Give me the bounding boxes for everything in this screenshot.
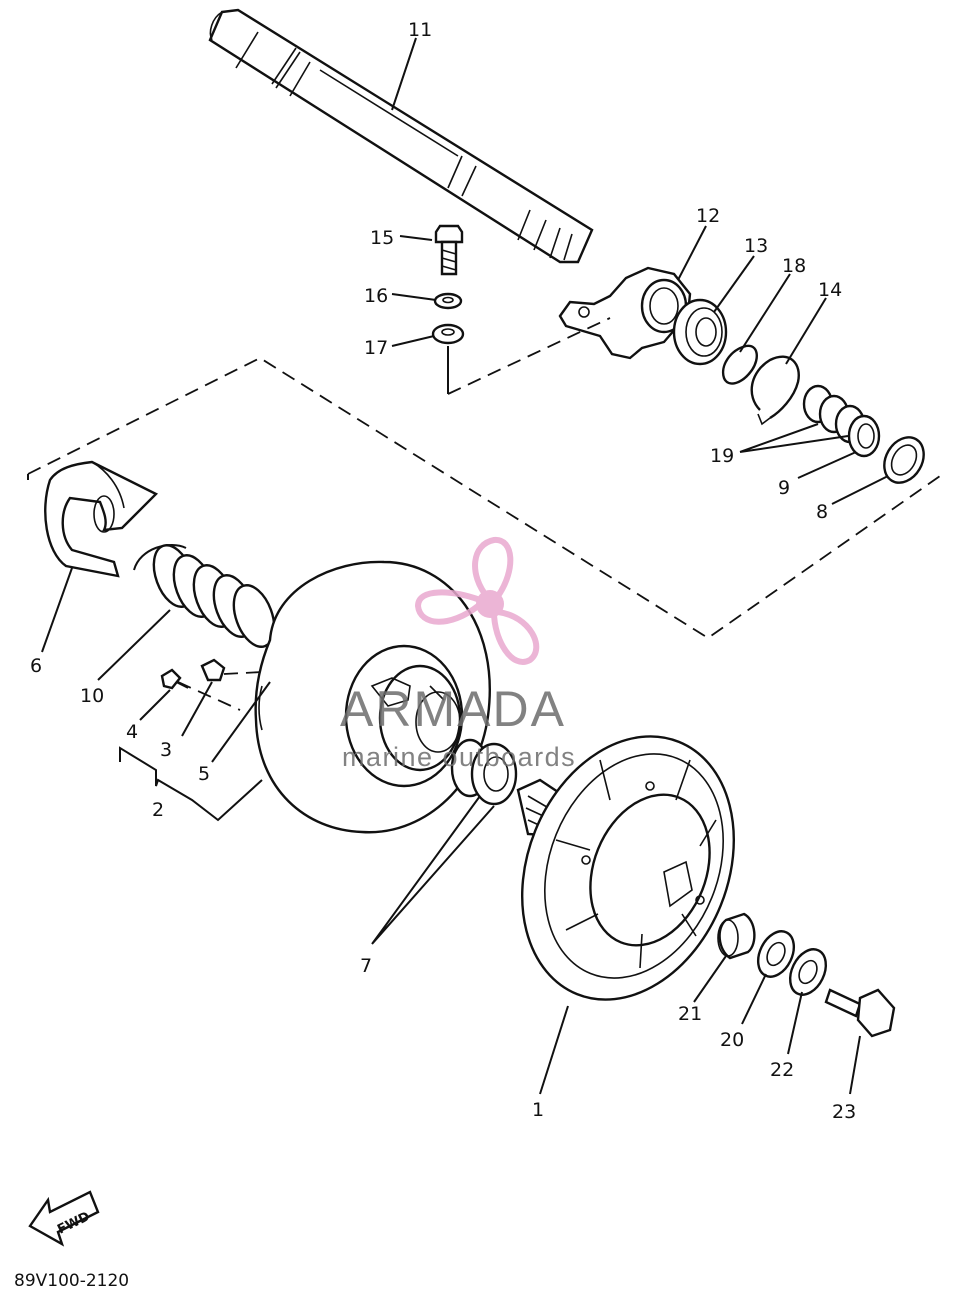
callout-16: 16 — [364, 285, 388, 307]
callout-11: 11 — [408, 19, 432, 41]
callout-6: 6 — [30, 655, 42, 677]
callout-21: 21 — [678, 1003, 702, 1025]
callout-9: 9 — [778, 477, 790, 499]
collar-21 — [717, 912, 756, 960]
washer-20 — [756, 930, 796, 978]
callout-1: 1 — [532, 1099, 544, 1121]
fwd-arrow-icon: FWD — [28, 1190, 100, 1247]
shaft-11 — [208, 8, 594, 264]
callout-14: 14 — [818, 279, 842, 301]
sliding-sheave-2 — [254, 560, 491, 834]
bearing-housing-12 — [558, 266, 692, 360]
callout-20: 20 — [720, 1029, 744, 1051]
callout-10: 10 — [80, 685, 104, 707]
bolt-15 — [434, 224, 464, 276]
washer-17 — [431, 323, 465, 345]
callout-23: 23 — [832, 1101, 856, 1123]
screw-4 — [160, 668, 189, 690]
callout-15: 15 — [370, 227, 394, 249]
callout-4: 4 — [126, 721, 138, 743]
callout-18: 18 — [782, 255, 806, 277]
bolt-23 — [824, 988, 896, 1038]
watermark: ARMADA marine outboards — [340, 537, 576, 772]
drawing-code: 89V100-2120 — [14, 1271, 129, 1291]
snap-ring-14 — [750, 355, 800, 426]
callout-17: 17 — [364, 337, 388, 359]
callout-labels: 11 15 16 17 12 13 18 14 19 9 8 6 10 4 3 … — [30, 19, 856, 1123]
lock-washer-16 — [433, 292, 463, 310]
assembly-lines — [27, 317, 941, 711]
callout-8: 8 — [816, 501, 828, 523]
circlip-18 — [721, 344, 758, 385]
leader-lines — [41, 37, 889, 1095]
watermark-tagline: marine outboards — [342, 742, 576, 772]
washer-8 — [883, 436, 925, 484]
callout-7: 7 — [360, 955, 372, 977]
cam-6 — [44, 460, 159, 578]
callout-22: 22 — [770, 1059, 794, 1081]
slider-3 — [200, 658, 226, 682]
callout-2: 2 — [152, 799, 164, 821]
spring-10 — [133, 544, 276, 648]
spring-ring-9 — [847, 414, 881, 458]
washer-22 — [788, 948, 828, 996]
watermark-brand: ARMADA — [340, 681, 566, 737]
bushing-7 — [450, 738, 518, 806]
fixed-sheave-1 — [516, 735, 735, 1001]
callout-13: 13 — [744, 235, 768, 257]
callout-5: 5 — [198, 763, 210, 785]
bearing-13 — [672, 298, 728, 366]
propeller-logo-icon — [414, 537, 540, 665]
callout-19: 19 — [710, 445, 734, 467]
callout-3: 3 — [160, 739, 172, 761]
callout-12: 12 — [696, 205, 720, 227]
